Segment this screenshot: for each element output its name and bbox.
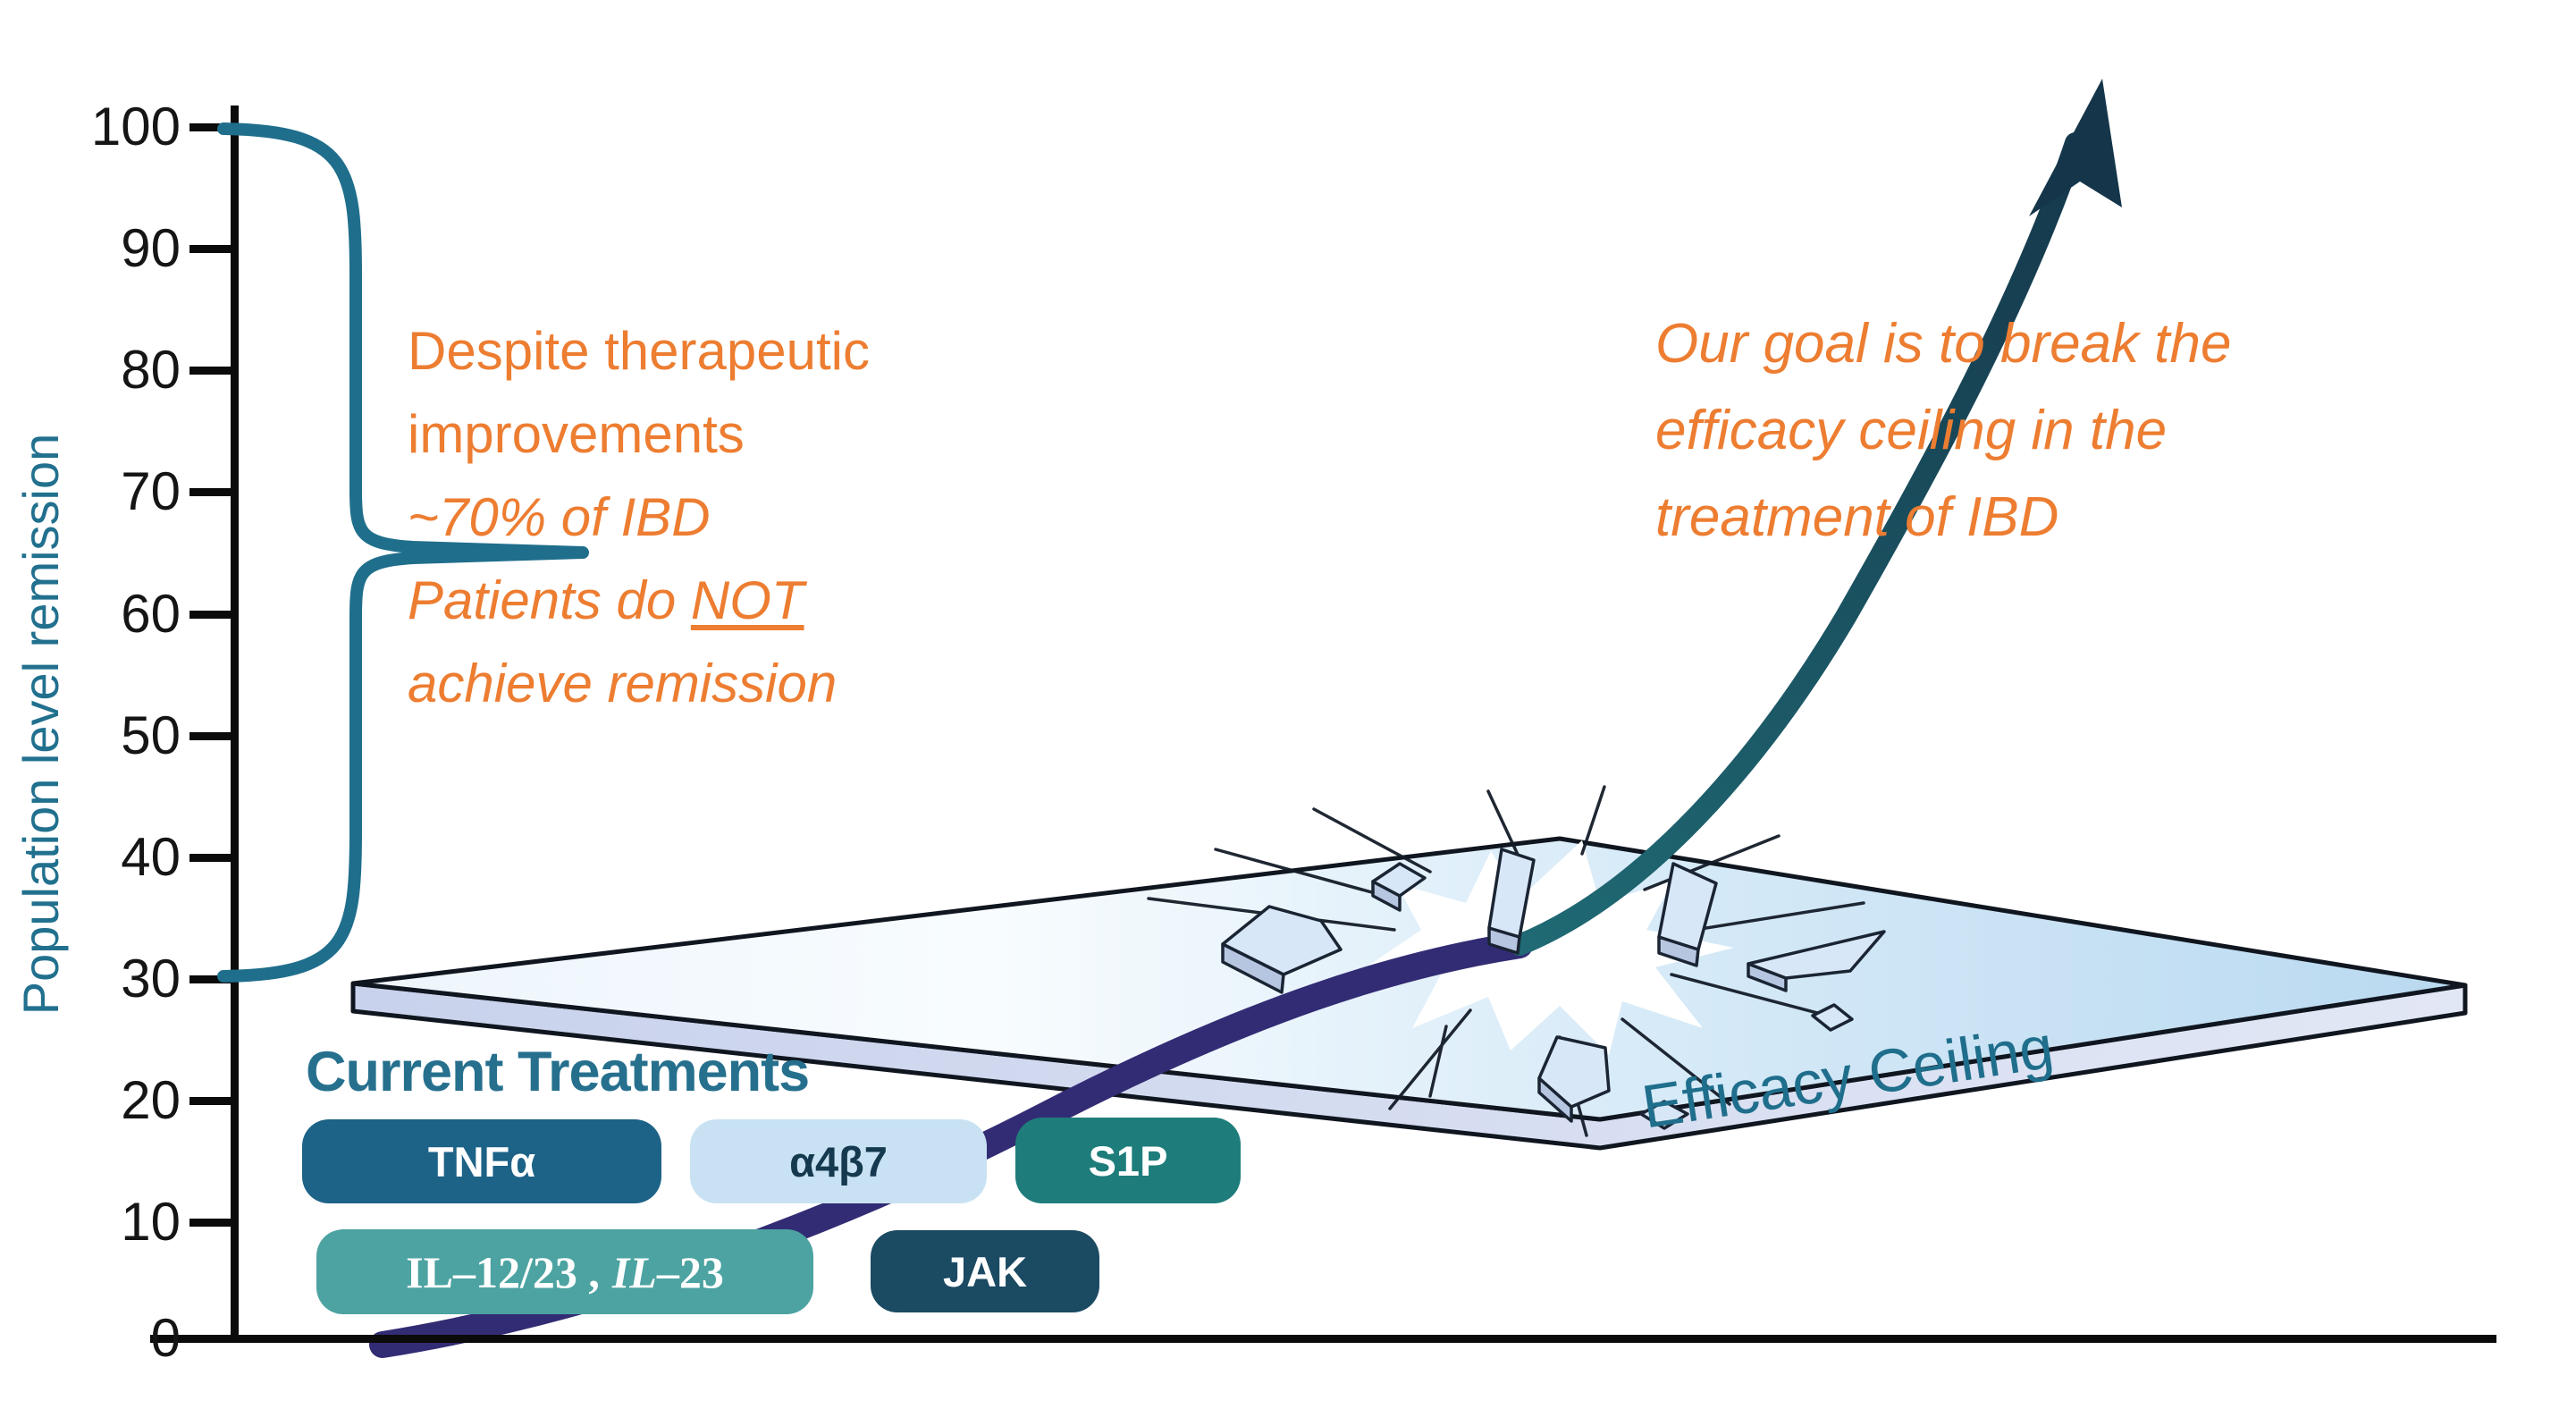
brace-bracket [217, 122, 589, 983]
note-line: treatment of IBD [1655, 486, 2059, 548]
breakthrough-arrow-icon [2029, 79, 2122, 216]
y-tick-label: 40 [121, 827, 181, 887]
note-line: improvements [408, 404, 745, 464]
remission-gap-note: Despite therapeutic improvements ~70% of… [408, 309, 870, 725]
y-tick-label: 0 [150, 1308, 181, 1368]
pill-il-part3: –23 [656, 1246, 724, 1297]
note-line: Patients do NOT [408, 570, 804, 630]
y-axis [189, 105, 239, 1343]
current-treatments-title: Current Treatments [306, 1041, 810, 1103]
y-tick-label: 10 [121, 1192, 181, 1252]
shatter-hole [1366, 840, 1734, 1055]
pill-il-part2: IL [611, 1246, 657, 1297]
pill-jak: JAK [871, 1230, 1099, 1312]
y-tick-label: 70 [121, 461, 181, 521]
note-line: Despite therapeutic [408, 321, 870, 381]
y-tick-label: 30 [121, 949, 181, 1008]
remission-curve-above [1509, 132, 2086, 956]
pill-il-part1: IL–12/23 , [406, 1246, 600, 1297]
note-line: Our goal is to break the [1655, 313, 2232, 375]
pill-tnfa: TNFα [302, 1119, 661, 1203]
note-line: ~70% of IBD [408, 487, 711, 547]
glass-shards [1221, 848, 1886, 1130]
goal-note: Our goal is to break the efficacy ceilin… [1655, 300, 2231, 561]
y-tick-label: 90 [121, 218, 181, 278]
y-tick-label: 50 [121, 705, 181, 765]
y-tick-label: 80 [121, 340, 181, 400]
y-tick-label: 20 [121, 1070, 181, 1130]
pill-il1223: IL–12/23 , IL –23 [316, 1229, 813, 1314]
y-tick-label: 60 [121, 584, 181, 644]
not-emphasis: NOT [690, 570, 804, 630]
y-tick-label: 100 [90, 97, 181, 156]
x-axis [150, 1335, 2496, 1343]
pill-s1p: S1P [1015, 1118, 1241, 1203]
note-line: achieve remission [408, 654, 838, 713]
pill-a4b7: α4β7 [690, 1119, 987, 1203]
note-line: efficacy ceiling in the [1655, 400, 2168, 461]
